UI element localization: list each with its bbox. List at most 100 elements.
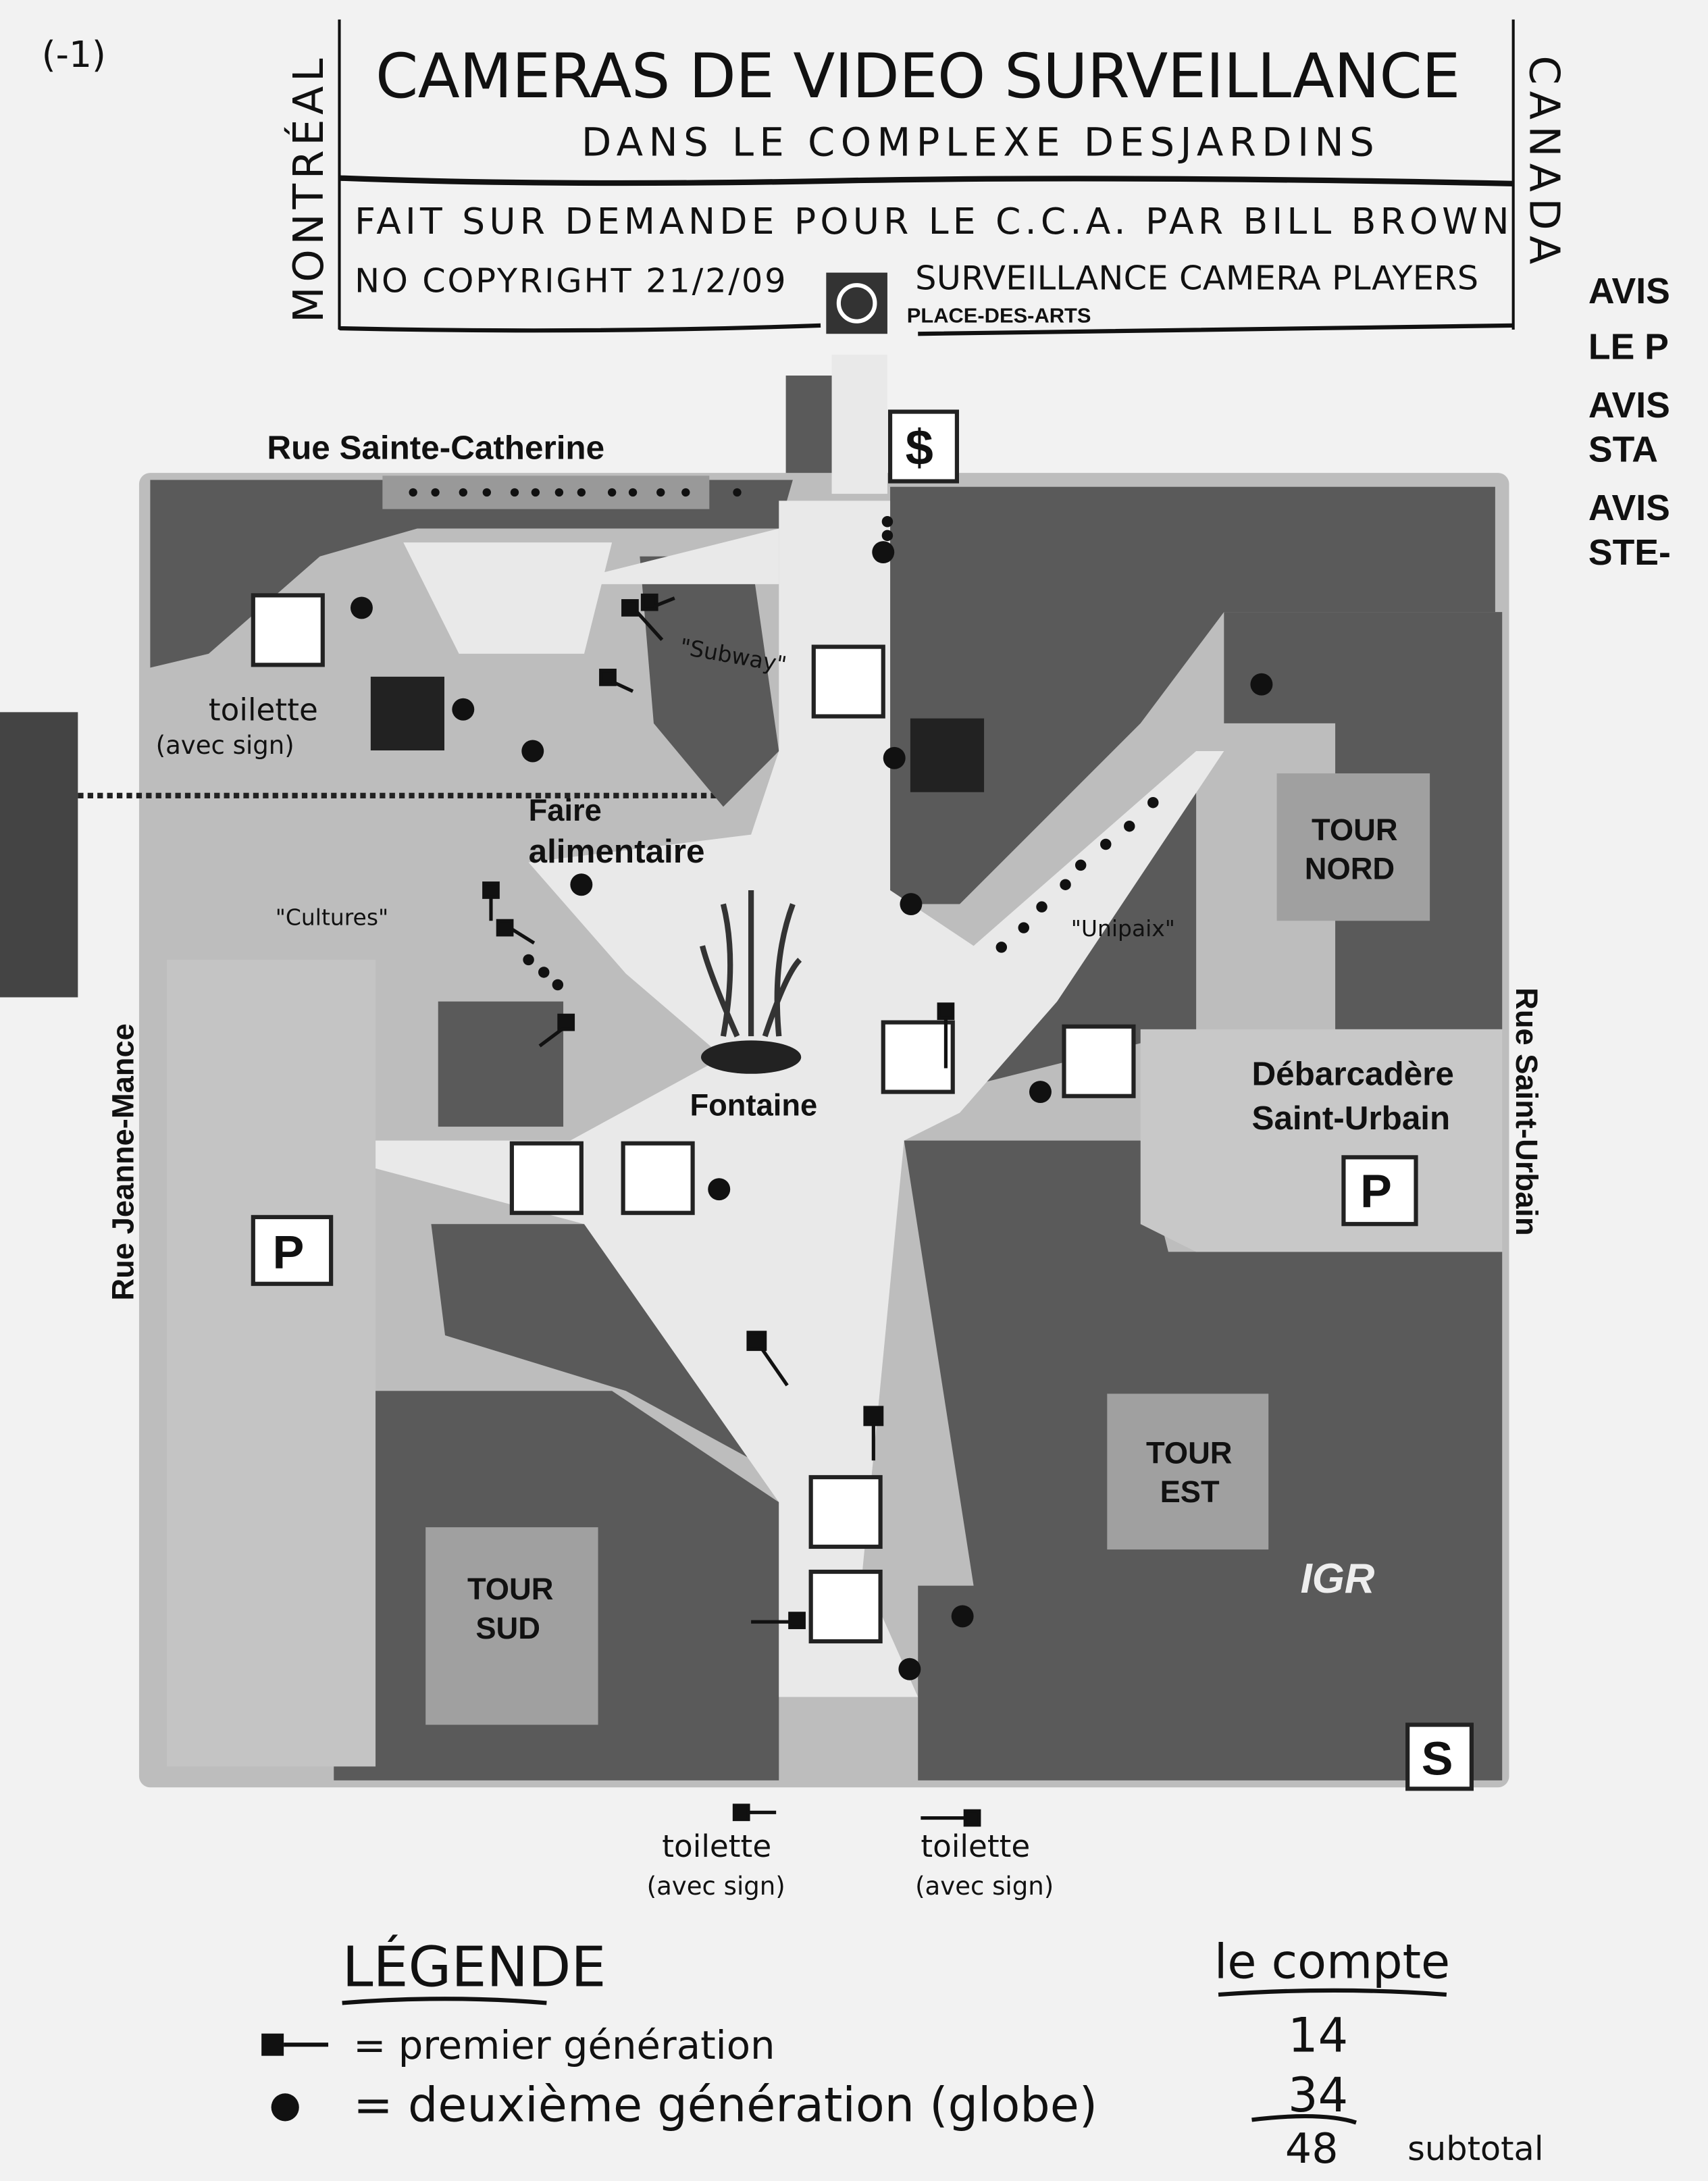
camera-box-icon (496, 919, 536, 945)
street-sainte-catherine: Rue Sainte-Catherine (267, 430, 604, 467)
count-total: 48 (1285, 2124, 1339, 2173)
camera-globe-icon (708, 1178, 731, 1201)
svg-text:AVIS: AVIS (1588, 272, 1670, 311)
escalator-icon (881, 1020, 955, 1094)
first-generation-cameras (482, 593, 981, 1827)
fountain-icon (700, 890, 802, 1074)
annotation-toilette: toilette (209, 692, 318, 728)
first-gen-camera-icon (261, 2033, 284, 2056)
food-court-label-2: alimentaire (529, 833, 705, 870)
camera-box-icon (751, 1612, 806, 1629)
camera-globe-icon (1147, 796, 1159, 809)
count-first-gen: 14 (1288, 2007, 1348, 2063)
camera-box-icon (863, 1406, 884, 1461)
elevator-icon (370, 676, 444, 750)
svg-text:STE-: STE- (1588, 533, 1671, 573)
camera-box-icon (640, 593, 675, 611)
camera-globe-icon (538, 967, 550, 978)
side-label-montreal: MONTRÉAL (284, 58, 333, 323)
camera-globe-icon (1250, 673, 1273, 696)
count-second-gen: 34 (1288, 2068, 1348, 2123)
metro-icon[interactable] (836, 283, 877, 324)
camera-globe-icon (350, 596, 373, 619)
page-mark: (-1) (42, 33, 106, 76)
svg-text:LE P: LE P (1588, 327, 1669, 367)
legend-second-gen: = deuxième génération (globe) (353, 2077, 1097, 2132)
camera-globe-icon (452, 698, 475, 721)
count-total-label: subtotal (1407, 2129, 1543, 2168)
tour-sud-building (425, 1527, 598, 1725)
annotation-unipaix: "Unipaix" (1071, 915, 1175, 942)
camera-globe-icon (898, 1658, 921, 1680)
tour-nord-2: NORD (1305, 851, 1395, 886)
annotation-cultures: "Cultures" (276, 904, 388, 930)
camera-globe-icon (1036, 901, 1047, 913)
elevator-icon (910, 718, 985, 792)
tour-sud-1: TOUR (467, 1572, 554, 1606)
side-label-canada: CANADA (1520, 55, 1568, 264)
annotation-avec-sign: (avec sign) (915, 1872, 1054, 1901)
escalator-icon (808, 1474, 883, 1549)
second-gen-camera-icon (271, 2093, 299, 2122)
credit-line2-right: SURVEILLANCE CAMERA PLAYERS (915, 258, 1478, 297)
camera-box-icon (746, 1331, 789, 1387)
camera-box-icon (921, 1809, 981, 1827)
camera-globe-icon (521, 740, 544, 763)
svg-text:P: P (1360, 1164, 1392, 1217)
camera-box-icon (482, 881, 500, 921)
annotation-avec-sign: (avec sign) (156, 731, 294, 760)
background-notice: AVIS LE P AVIS STA AVIS STE- (1588, 272, 1671, 573)
camera-globe-icon (1029, 1081, 1052, 1104)
fountain-label: Fontaine (690, 1088, 817, 1123)
tour-nord-building (1276, 773, 1430, 921)
title-line2: DANS LE COMPLEXE DESJARDINS (581, 120, 1374, 165)
food-court-label-1: Faire (529, 793, 602, 827)
tour-nord-1: TOUR (1312, 813, 1398, 847)
svg-text:$: $ (906, 419, 933, 476)
annotation-toilette: toilette (921, 1828, 1030, 1864)
camera-box-icon (599, 669, 634, 693)
count-title: le compte (1214, 1934, 1450, 1989)
west-building (0, 712, 78, 998)
annotation-toilette: toilette (662, 1828, 771, 1864)
credit-line2-left: NO COPYRIGHT 21/2/09 (355, 261, 785, 300)
igr-logo: IGR (1301, 1556, 1375, 1602)
camera-box-icon (732, 1803, 777, 1822)
svg-text:AVIS: AVIS (1588, 488, 1670, 528)
metro-station[interactable]: PLACE-DES-ARTS (826, 272, 1091, 334)
camera-globe-icon (1075, 859, 1087, 871)
camera-globe-icon (523, 954, 534, 966)
camera-globe-icon (881, 530, 894, 542)
legend-title: LÉGENDE (342, 1935, 606, 2000)
parking-icon: P (251, 1214, 334, 1286)
legend-first-gen: = premier génération (353, 2022, 775, 2068)
camera-globe-icon (1060, 879, 1071, 890)
dock-label-1: Débarcadère (1252, 1055, 1454, 1092)
title-box: CAMERAS DE VIDEO SURVEILLANCE DANS LE CO… (284, 19, 1568, 336)
camera-globe-icon (1124, 820, 1135, 832)
svg-text:S: S (1422, 1733, 1453, 1785)
svg-text:PLACE-DES-ARTS[interactable]: PLACE-DES-ARTS (907, 304, 1091, 328)
camera-globe-icon (951, 1605, 974, 1628)
camera-box-icon (621, 599, 664, 642)
tour-est-building (1107, 1393, 1269, 1550)
svg-text:AVIS: AVIS (1588, 386, 1670, 426)
stairs-icon (509, 1141, 584, 1215)
floor-plan (0, 355, 1509, 1788)
escalator-icon (251, 593, 325, 667)
second-generation-cameras (350, 488, 1273, 1680)
tour-est-1: TOUR (1146, 1435, 1233, 1470)
camera-globe-icon (883, 746, 906, 769)
camera-globe-icon (872, 541, 895, 564)
credit-line1: FAIT SUR DEMANDE POUR LE C.C.A. PAR BILL… (355, 200, 1509, 242)
parking-icon: P (1341, 1155, 1418, 1227)
tour-est-2: EST (1160, 1474, 1220, 1509)
svg-text:STA: STA (1588, 430, 1658, 470)
camera-globe-icon (1100, 838, 1112, 850)
stairs-icon (808, 1569, 883, 1644)
camera-count: le compte 14 34 48 subtotal (1214, 1934, 1544, 2173)
escalator-icon (621, 1141, 695, 1215)
escalator-icon (1062, 1024, 1136, 1098)
camera-globe-icon (881, 516, 894, 528)
